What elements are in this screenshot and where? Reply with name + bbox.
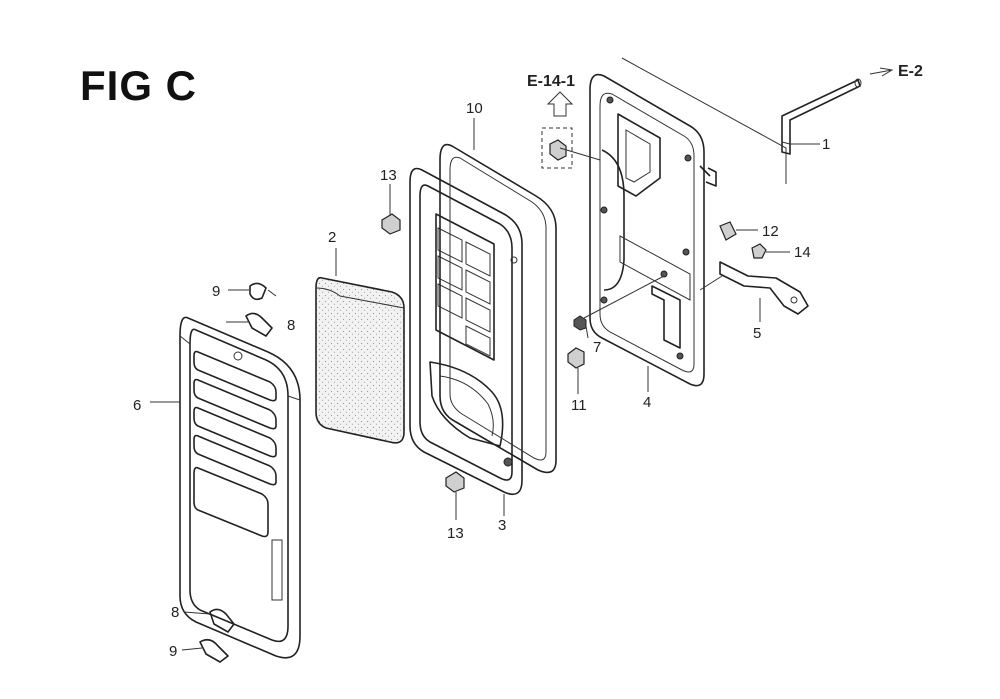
callout-8-lower: 8 (171, 604, 179, 621)
mounting-bracket (719, 261, 809, 315)
callout-11: 11 (571, 397, 587, 414)
callout-labels: 1 2 3 4 5 6 7 8 8 9 9 10 11 12 13 13 14 … (133, 63, 923, 660)
callout-7: 7 (593, 339, 601, 356)
callout-8-upper: 8 (287, 317, 295, 334)
air-cleaner-base (589, 73, 717, 387)
callout-9-lower: 9 (169, 643, 177, 660)
callout-1: 1 (822, 136, 830, 153)
callout-12: 12 (762, 223, 779, 240)
reference-e-2: E-2 (898, 63, 923, 80)
callout-4: 4 (643, 394, 651, 411)
callout-6: 6 (133, 397, 141, 414)
callout-10: 10 (466, 100, 483, 117)
callout-3: 3 (498, 517, 506, 534)
leader-lines (150, 57, 894, 651)
filter-case (409, 167, 523, 496)
callout-13-lower: 13 (447, 525, 464, 542)
callout-2: 2 (328, 229, 336, 246)
gasket (439, 143, 557, 474)
foam-filter-element (315, 276, 405, 444)
breather-tube (781, 78, 862, 155)
callout-14: 14 (794, 244, 811, 261)
callout-9-upper: 9 (212, 283, 220, 300)
fasteners (199, 91, 767, 663)
callout-5: 5 (753, 325, 761, 342)
reference-e-14-1: E-14-1 (527, 73, 575, 90)
air-cleaner-cover (179, 316, 301, 659)
callout-13-upper: 13 (380, 167, 397, 184)
figure-title: FIG C (80, 62, 197, 109)
